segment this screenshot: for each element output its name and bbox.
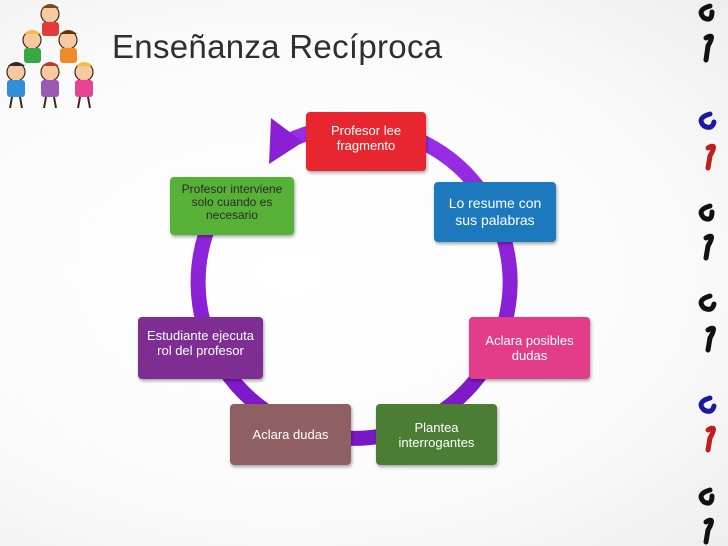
node-label: Profesor lee fragmento — [330, 123, 402, 153]
node-label: Profesor interviene solo cuando es neces… — [181, 182, 283, 222]
node-profesor-interviene: Profesor interviene solo cuando es neces… — [170, 177, 294, 235]
node-aclara-dudas: Aclara dudas — [230, 404, 351, 465]
cycle-arrow-head-icon — [269, 118, 303, 164]
child-figure-icon — [40, 4, 60, 36]
node-lo-resume: Lo resume con sus palabras — [434, 182, 556, 242]
decorative-curl-border — [698, 3, 717, 545]
node-label: Plantea interrogantes — [398, 419, 475, 450]
children-pyramid-clipart — [6, 4, 94, 109]
node-profesor-lee: Profesor lee fragmento — [306, 112, 426, 171]
node-aclara-posibles: Aclara posibles dudas — [469, 317, 590, 379]
cycle-ring — [190, 118, 518, 446]
node-label: Estudiante ejecuta rol del profesor — [147, 328, 254, 358]
node-label: Aclara posibles dudas — [485, 333, 574, 363]
node-label: Lo resume con sus palabras — [448, 195, 542, 228]
node-label: Aclara dudas — [252, 427, 329, 442]
node-plantea: Plantea interrogantes — [376, 404, 497, 465]
slide-title: Enseñanza Recíproca — [112, 28, 443, 65]
node-estudiante: Estudiante ejecuta rol del profesor — [138, 317, 263, 379]
